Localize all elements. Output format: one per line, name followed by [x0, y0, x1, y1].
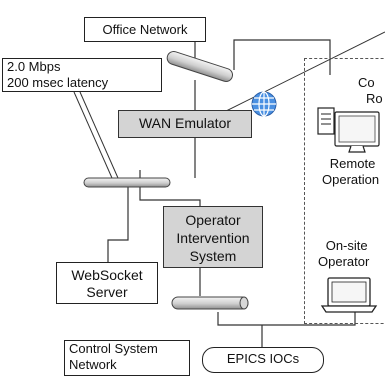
- remote-operation-label: Remote Operation: [322, 156, 379, 188]
- ois-label-line-1: Operator: [185, 212, 241, 228]
- annotation-leaders: [73, 31, 385, 179]
- hub-to-websocket-line: [107, 186, 129, 262]
- control-network-label-line-1: Control System: [69, 341, 158, 356]
- websocket-label-line-2: Server: [86, 284, 128, 300]
- wan-emulator-label: WAN Emulator: [138, 115, 232, 131]
- link-latency-label: 200 msec latency: [7, 75, 109, 90]
- office-network-box: Office Network: [84, 17, 206, 42]
- latency-leader-1: [73, 91, 113, 179]
- operator-intervention-system-box: Operator Intervention System: [163, 206, 263, 268]
- office-network-label: Office Network: [102, 22, 188, 37]
- control-hub-icon: [171, 296, 249, 310]
- control-room-boundary: [304, 58, 385, 324]
- control-system-network-box: Control System Network: [64, 340, 190, 376]
- ois-label-line-3: System: [189, 248, 237, 264]
- websocket-label-line-1: WebSocket: [71, 267, 143, 283]
- wan-emulator-box: WAN Emulator: [118, 110, 252, 138]
- control-hub-to-onsite-line: [217, 312, 356, 326]
- remote-operation-label-line-2: Operation: [322, 172, 380, 187]
- remote-operation-label-line-1: Remote: [329, 156, 376, 171]
- desktop-computer-icon: [317, 107, 380, 153]
- latency-leader-2: [79, 91, 119, 179]
- wan-leader-line: [211, 31, 385, 119]
- room-label-partial-1: Co: [358, 75, 375, 90]
- control-network-label-line-2: Network: [69, 357, 117, 372]
- epics-iocs-label: EPICS IOCs: [226, 351, 300, 366]
- epics-iocs-pill: EPICS IOCs: [202, 347, 324, 373]
- office-hub-to-room-line: [233, 39, 331, 75]
- middle-hub-icon: [83, 177, 171, 188]
- globe-icon: [251, 91, 277, 117]
- onsite-operator-label-line-1: On-site: [325, 238, 368, 253]
- link-speed-label: 2.0 Mbps: [7, 59, 61, 74]
- ois-label-line-2: Intervention: [176, 230, 250, 246]
- laptop-icon: [320, 277, 378, 313]
- onsite-operator-label-line-2: Operator: [318, 254, 370, 269]
- office-hub-icon: [166, 50, 233, 82]
- onsite-operator-label: On-site Operator: [318, 238, 369, 270]
- room-label-partial-2: Ro: [366, 91, 383, 106]
- link-spec-box: 2.0 Mbps 200 msec latency: [2, 58, 162, 92]
- websocket-server-box: WebSocket Server: [56, 262, 158, 304]
